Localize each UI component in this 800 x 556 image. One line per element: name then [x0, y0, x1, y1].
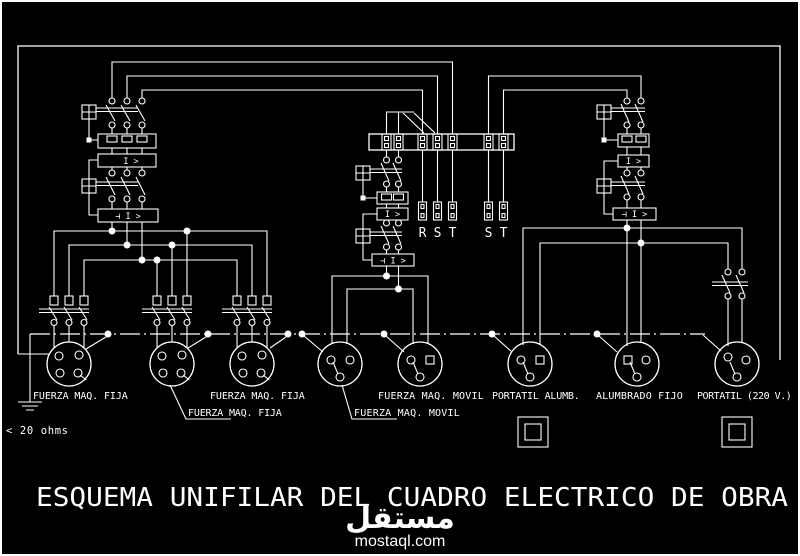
phase-label-t: T — [449, 226, 457, 241]
busbar — [368, 111, 515, 151]
fuse-group-rst: R S T S T — [417, 150, 509, 241]
fused-switch-2 — [141, 295, 193, 349]
socket-label-2: FUERZA MAQ. FIJA — [188, 408, 282, 419]
watermark-logo: مستقل — [345, 501, 455, 536]
socket-label-7: ALUMBRADO FIJO — [596, 391, 683, 402]
overload-symbol: I > — [385, 210, 400, 220]
socket-portatil-alumb — [507, 341, 553, 387]
watermark-site: mostaql.com — [355, 533, 446, 550]
breaker-right: I > ⊣ I > — [487, 75, 748, 346]
phase-label-r: R — [419, 226, 427, 241]
coil-icon — [355, 228, 371, 244]
coil-icon — [355, 165, 371, 181]
socket-label-3: FUERZA MAQ. FIJA — [210, 391, 305, 402]
magnetothermal-symbol: ⊣ I > — [380, 257, 406, 267]
socket-label-1: FUERZA MAQ. FIJA — [33, 391, 128, 402]
socket-label-6: PORTATIL ALUMB. — [492, 391, 580, 402]
page-title: ESQUEMA UNIFILAR DEL CUADRO ELECTRICO DE… — [36, 483, 788, 513]
socket-alumbrado-fijo — [614, 341, 660, 387]
isolation-box-alumb — [517, 416, 549, 448]
socket-portatil-220v — [714, 341, 760, 387]
label-leaders — [169, 384, 397, 420]
coil-icon — [81, 178, 97, 194]
socket-fuerza-fija-3 — [229, 341, 275, 387]
ground-symbol: < 20 ohms — [6, 334, 68, 437]
switch-portable-220v — [712, 268, 748, 346]
coil-icon — [596, 104, 612, 120]
socket-fuerza-movil-1 — [317, 341, 363, 387]
phase-label-s: S — [434, 226, 442, 241]
socket-label-5: FUERZA MAQ. MOVIL — [378, 391, 484, 402]
fused-switch-1 — [38, 295, 90, 349]
socket-fuerza-fija-2 — [149, 341, 195, 387]
coil-icon — [596, 178, 612, 194]
magnetothermal-symbol: ⊣ I > — [622, 210, 648, 220]
socket-label-8: PORTATIL (220 V.) — [697, 391, 792, 402]
phase-label-t2: T — [500, 226, 508, 241]
phase-label-s2: S — [485, 226, 493, 241]
socket-fuerza-fija-1 — [46, 341, 92, 387]
contactor-middle: I > ⊣ I > — [331, 150, 429, 344]
diagram-border — [17, 45, 781, 360]
ground-note: < 20 ohms — [6, 425, 68, 437]
overload-symbol: I > — [123, 157, 138, 167]
socket-fuerza-movil-2 — [397, 341, 443, 387]
pe-line — [30, 330, 722, 353]
magnetothermal-symbol: ⊣ I > — [115, 212, 141, 222]
isolation-box-220v — [721, 416, 753, 448]
socket-label-4: FUERZA MAQ. MOVIL — [354, 408, 460, 419]
overload-symbol: I > — [626, 157, 641, 167]
coil-icon — [81, 104, 97, 120]
main-breaker-left: I > ⊣ I > — [53, 61, 454, 296]
fused-switch-3 — [221, 295, 273, 349]
